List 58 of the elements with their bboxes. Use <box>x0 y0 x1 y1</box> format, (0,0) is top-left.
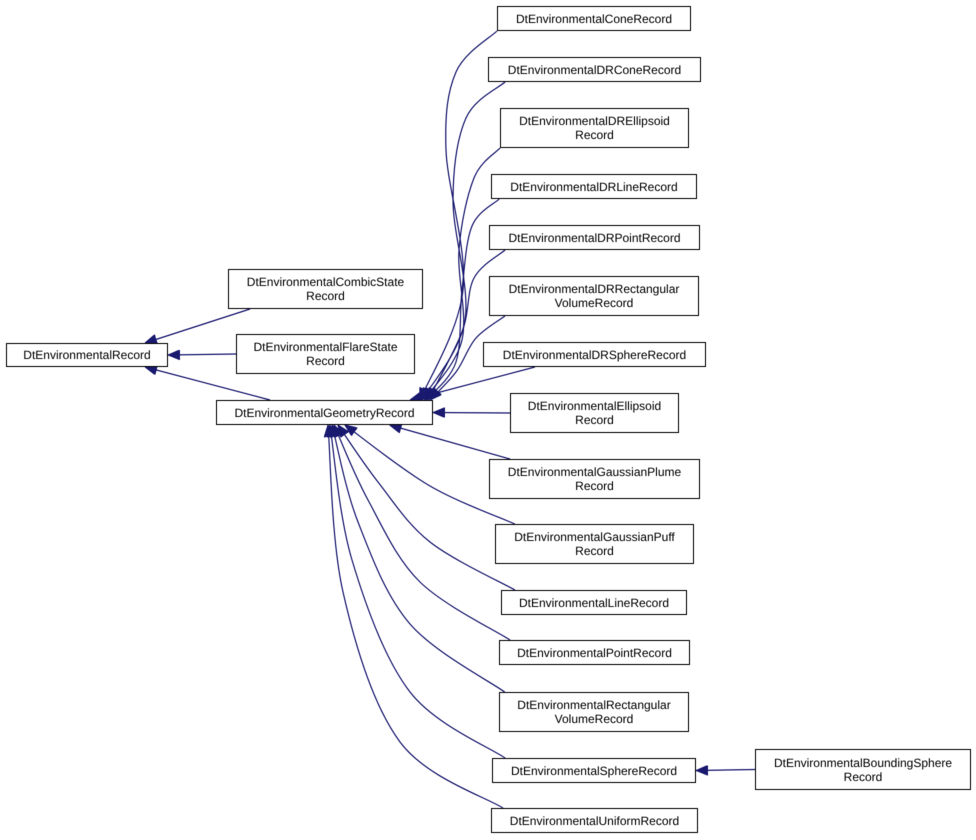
inheritance-arrow <box>323 424 504 809</box>
inheritance-arrow <box>432 407 510 418</box>
class-name: DtEnvironmentalBoundingSphere Record <box>772 756 954 784</box>
class-name: DtEnvironmentalConeRecord <box>516 12 672 26</box>
inheritance-arrow <box>426 198 500 400</box>
inheritance-arrow <box>424 148 500 400</box>
class-name: DtEnvironmentalDREllipsoid Record <box>518 114 671 142</box>
inheritance-arrow <box>421 82 506 400</box>
inheritance-arrow <box>144 308 250 345</box>
inheritance-arrow <box>344 424 516 525</box>
class-box <box>6 343 168 367</box>
class-box <box>483 342 706 367</box>
class-box <box>491 174 697 199</box>
inheritance-arrow <box>144 364 270 401</box>
class-name: DtEnvironmentalRectangular VolumeRecord <box>516 698 672 726</box>
class-name: DtEnvironmentalFlareState Record <box>252 340 399 368</box>
class-box <box>495 524 694 564</box>
class-box <box>491 808 698 833</box>
class-name: DtEnvironmentalLineRecord <box>518 596 670 610</box>
class-name: DtEnvironmentalRecord <box>23 348 151 362</box>
class-box <box>510 393 679 433</box>
class-name: DtEnvironmentalGaussianPlume Record <box>506 465 682 493</box>
class-box <box>488 57 701 82</box>
class-box <box>492 758 696 783</box>
class-box <box>499 640 690 665</box>
class-box <box>499 692 689 732</box>
class-name: DtEnvironmentalUniformRecord <box>510 814 680 828</box>
inheritance-arrow <box>326 424 506 758</box>
class-box <box>489 225 700 250</box>
class-box <box>501 590 687 615</box>
inheritance-arrow <box>168 349 236 360</box>
class-box <box>228 269 423 309</box>
class-name: DtEnvironmentalDRLineRecord <box>510 180 678 194</box>
class-name: DtEnvironmentalEllipsoid Record <box>526 399 662 427</box>
class-name: DtEnvironmentalDRSphereRecord <box>502 348 686 362</box>
class-box <box>236 334 415 374</box>
class-box <box>755 749 971 790</box>
inheritance-arrow <box>334 424 510 641</box>
class-name: DtEnvironmentalCombicState Record <box>246 275 406 303</box>
inheritance-arrow <box>337 424 516 591</box>
class-name: DtEnvironmentalDRConeRecord <box>508 62 682 76</box>
class-name: DtEnvironmentalDRPointRecord <box>508 230 681 244</box>
class-box <box>489 276 699 316</box>
class-box <box>500 108 689 148</box>
class-name: DtEnvironmentalGaussianPuff Record <box>513 530 676 558</box>
class-name: DtEnvironmentalPointRecord <box>517 646 672 660</box>
inheritance-arrow <box>696 764 756 776</box>
inheritance-arrow <box>410 366 536 402</box>
class-name: DtEnvironmentalGeometryRecord <box>234 406 415 420</box>
class-name: DtEnvironmentalDRRectangular VolumeRecord <box>508 282 680 310</box>
inheritance-arrow <box>330 424 506 692</box>
class-box <box>489 459 700 499</box>
inheritance-arrow <box>427 250 506 400</box>
inheritance-arrow <box>429 316 506 400</box>
class-name: DtEnvironmentalSphereRecord <box>510 764 678 778</box>
class-box <box>497 6 691 31</box>
inheritance-arrow <box>389 422 510 460</box>
class-box <box>216 400 433 425</box>
